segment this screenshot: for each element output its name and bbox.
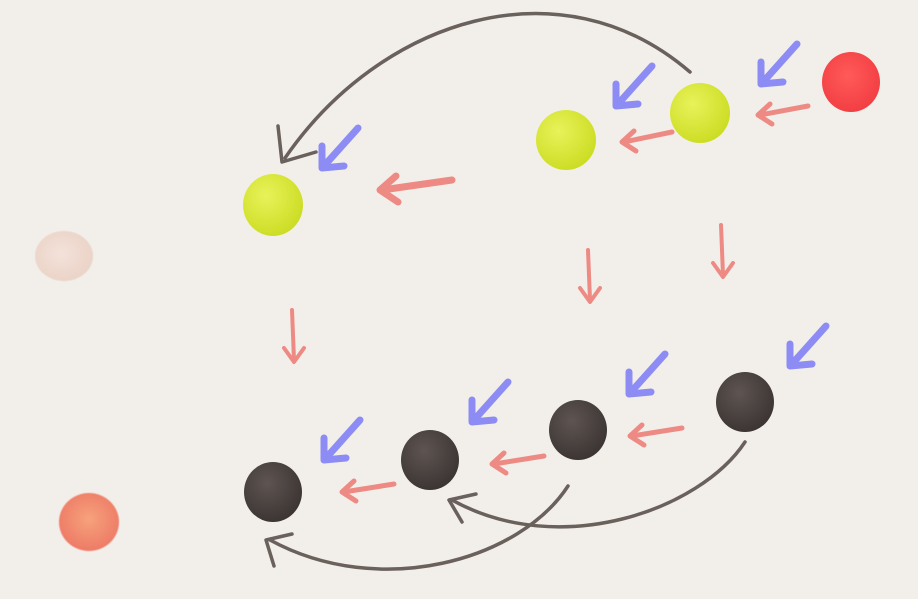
- yellow-circle: [670, 83, 730, 143]
- blue-arrow-to-yellow3: [757, 40, 801, 88]
- pink-horizontal-arrows: [339, 101, 811, 504]
- pink-arrow-yellow2-to-yellow1: [376, 172, 456, 206]
- pink-arrow-dark3-to-dark2: [489, 450, 547, 476]
- dark-circle: [401, 430, 459, 490]
- pink-arrow-dark2-to-dark1: [339, 478, 397, 504]
- pink-arrow-dark4-to-dark3: [627, 422, 685, 448]
- pink-arrow-yellow1-to-dark1: [282, 308, 306, 364]
- blue-arrow-to-yellow2: [612, 62, 656, 110]
- pink-arrow-yellow3-to-yellow2: [619, 128, 675, 154]
- yellow-circle: [536, 110, 596, 170]
- dark-circle: [244, 462, 302, 522]
- yellow-circle: [243, 174, 303, 236]
- pink-vertical-arrows: [282, 223, 735, 364]
- blue-incoming-arrows: [318, 40, 830, 464]
- curved-arrow-yellow3-to-yellow1: [276, 11, 692, 164]
- pink-arrow-yellow2-to-dark3: [578, 248, 602, 304]
- nodes: [35, 52, 880, 551]
- pink-arrow-red-to-yellow3: [755, 101, 811, 127]
- blue-arrow-to-dark3: [625, 350, 669, 398]
- blue-arrow-to-dark4: [786, 322, 830, 370]
- blue-arrow-to-dark2: [468, 378, 512, 426]
- dark-circle: [716, 372, 774, 432]
- grey-curved-arrows: [264, 11, 747, 571]
- pink-arrow-yellow3-to-dark4: [711, 223, 735, 279]
- curved-arrow-dark4-to-dark2: [447, 440, 747, 529]
- blue-arrow-to-yellow1: [318, 124, 362, 172]
- curved-arrow-dark3-to-dark1: [264, 484, 570, 571]
- blue-arrow-to-dark1: [320, 416, 364, 464]
- red-circle: [822, 52, 880, 112]
- orange-circle: [59, 493, 119, 551]
- pale-circle: [35, 231, 93, 281]
- dark-circle: [549, 400, 607, 460]
